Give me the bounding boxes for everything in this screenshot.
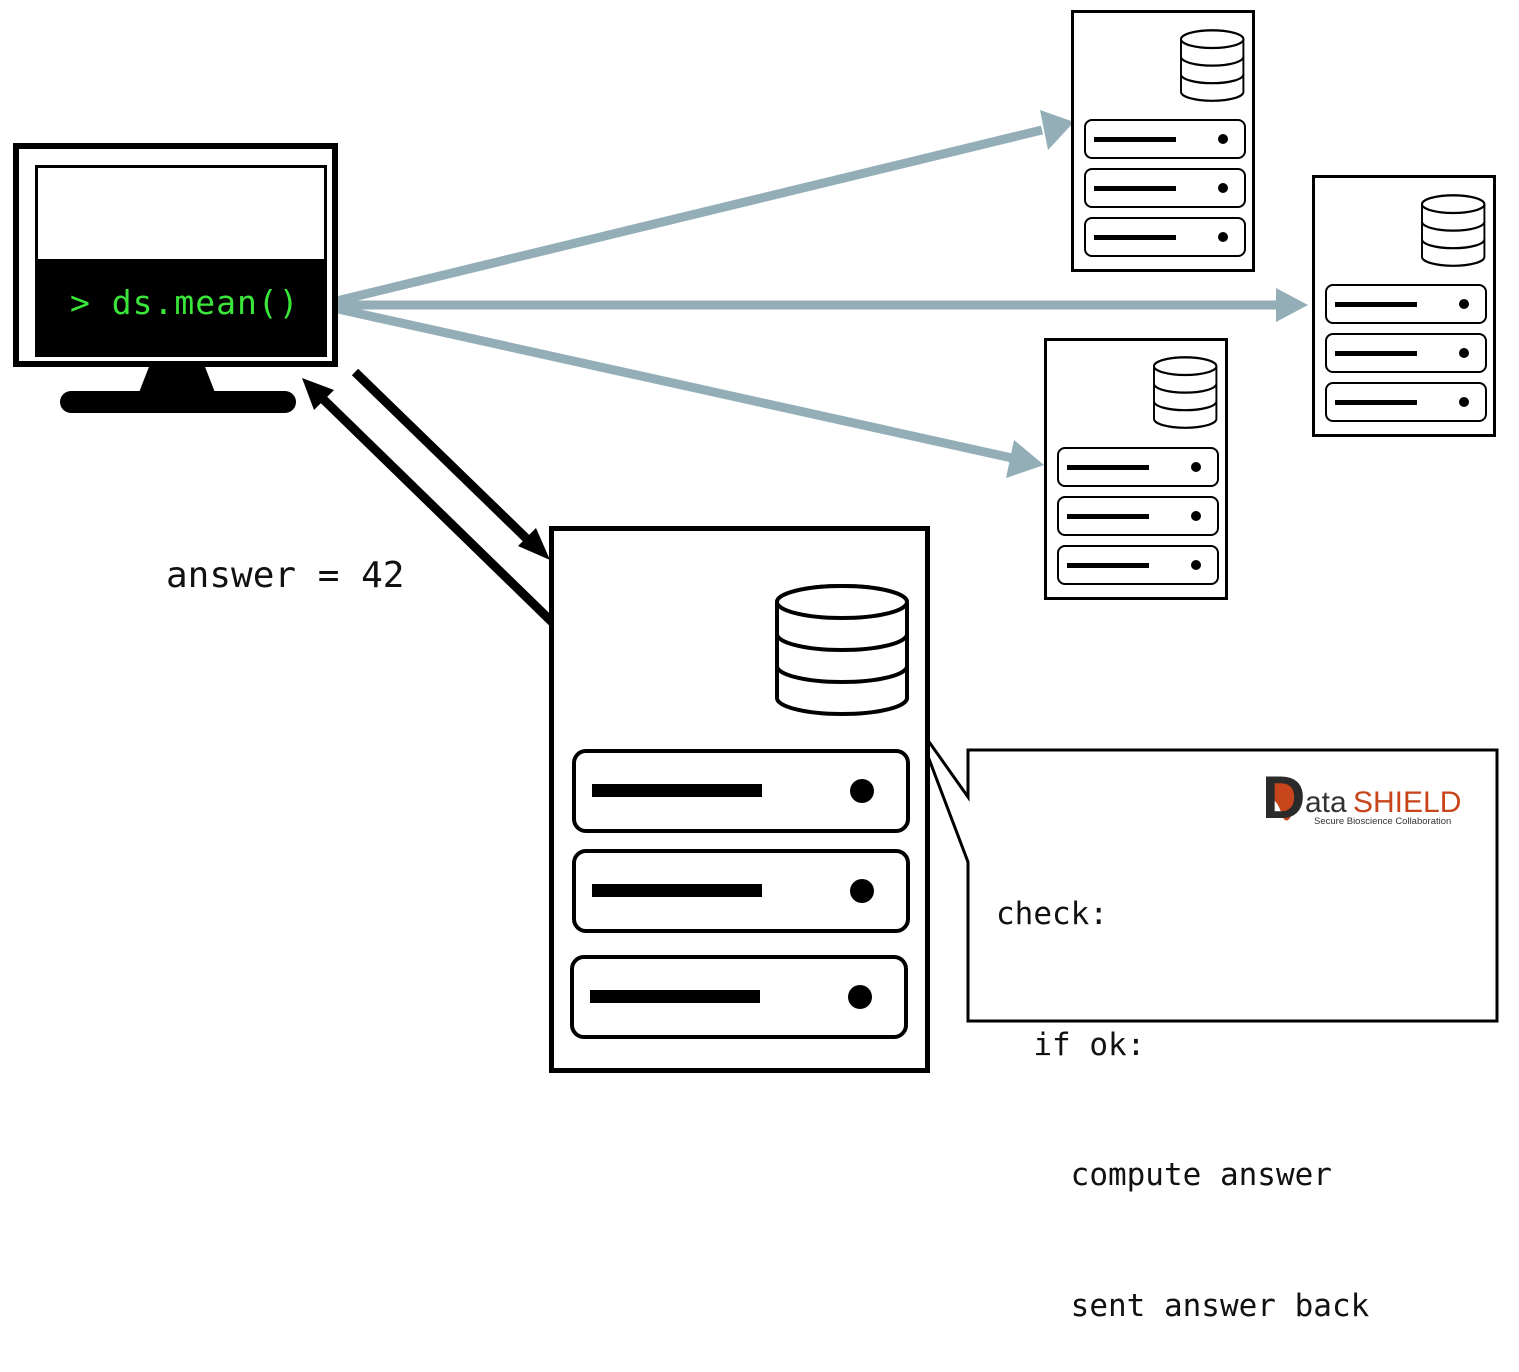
console-prompt: > ds.mean() [70,283,300,322]
datashield-letter-d: D [1262,764,1306,831]
arrowhead-server-middle [1006,440,1044,478]
arrow-response [318,394,556,626]
datashield-shield: SHIELD [1353,786,1462,819]
arrowhead-request [518,528,550,560]
diagram-canvas [55,38,1499,1023]
drive-bay [1057,496,1219,536]
r-console[interactable]: > ds.mean() [38,259,324,354]
drive-bay [1325,333,1487,373]
database-icon [1179,29,1245,102]
arrowhead-server-right [1276,288,1308,322]
drive-led [1191,511,1201,521]
drive-slot [1335,351,1417,356]
drive-slot [1067,514,1149,519]
datashield-tagline: Secure Bioscience Collaboration [1314,816,1452,827]
drive-slot [1094,137,1176,142]
drive-led [850,879,874,903]
arrowhead-server-top [1040,110,1074,150]
drive-bay [572,749,910,833]
drive-led [1459,397,1469,407]
drive-slot [590,990,760,1003]
drive-led [1218,134,1228,144]
drive-led [850,779,874,803]
callout-line: sent answer back [996,1287,1370,1324]
answer-label: answer = 42 [166,555,405,596]
drive-bay [1057,545,1219,585]
drive-slot [1067,563,1149,568]
drive-slot [1094,186,1176,191]
drive-bay [1325,284,1487,324]
server-middle [1044,338,1228,600]
drive-slot [1335,302,1417,307]
monitor-base [60,391,296,413]
arrow-to-server-top [318,125,1044,310]
client-monitor: > ds.mean() [13,143,338,367]
callout-line: if ok: [996,1026,1146,1063]
drive-led [1191,462,1201,472]
drive-led [1218,183,1228,193]
arrowhead-response [302,378,334,410]
broadcast-arrows [318,110,1308,478]
drive-bay [1084,168,1246,208]
drive-bay [570,955,908,1039]
drive-led [1191,560,1201,570]
callout-line: compute answer [996,1157,1332,1193]
drive-slot [592,884,762,897]
datashield-logo: D ata SHIELD Secure Bioscience Collabora… [1262,768,1472,830]
africa-map-icon [1270,777,1300,821]
drive-led [1459,348,1469,358]
callout-pseudocode: check: if ok: compute answer sent answer… [996,806,1369,1372]
exchange-arrows [302,368,556,626]
drive-led [1459,299,1469,309]
callout-box [913,721,1499,1023]
database-icon [1152,356,1218,429]
drive-led [848,985,872,1009]
drive-bay [1084,217,1246,257]
drive-led [1218,232,1228,242]
database-icon [1420,194,1486,267]
datashield-ata: ata [1305,786,1347,819]
drive-bay [1057,447,1219,487]
database-icon [775,584,909,716]
arrow-request [351,368,532,544]
drive-bay [1084,119,1246,159]
drive-slot [592,784,762,797]
client-screen: > ds.mean() [35,165,327,357]
drive-slot [1335,400,1417,405]
callout-line: check: [996,896,1108,932]
arrow-to-server-middle [319,300,1013,463]
monitor-stand [138,367,216,395]
drive-slot [1067,465,1149,470]
drive-bay [1325,382,1487,422]
drive-slot [1094,235,1176,240]
drive-bay [572,849,910,933]
